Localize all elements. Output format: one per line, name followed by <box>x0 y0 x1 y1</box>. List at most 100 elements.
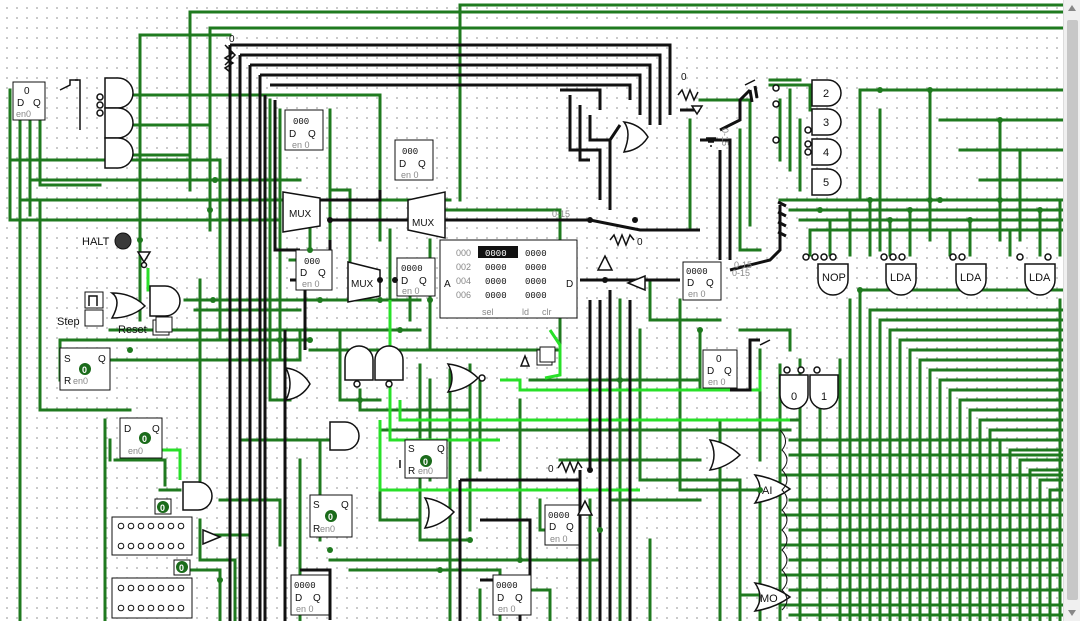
svg-text:D: D <box>566 279 573 290</box>
decoder-gate-5: 5 <box>811 168 842 196</box>
register-ir[interactable]: 0000 D Q en 0 <box>682 261 722 301</box>
dip-switch-data[interactable] <box>111 577 193 619</box>
svg-text:1: 1 <box>821 391 827 403</box>
svg-text:en 0: en 0 <box>401 170 419 180</box>
sr-latch-4[interactable]: S Q R en0 0 <box>404 439 448 479</box>
svg-text:en0: en0 <box>128 446 143 456</box>
svg-text:en 0: en 0 <box>402 286 420 296</box>
svg-text:D: D <box>289 129 296 140</box>
svg-text:D: D <box>17 98 24 109</box>
input-register[interactable]: 0 D Q en0 <box>12 81 46 121</box>
svg-text:Q: Q <box>318 268 326 279</box>
scroll-down-arrow-icon[interactable] <box>1068 610 1076 616</box>
svg-text:Q: Q <box>313 593 321 604</box>
svg-text:HALT: HALT <box>82 236 110 248</box>
svg-text:0000: 0000 <box>485 249 507 259</box>
svg-text:en 0: en 0 <box>688 289 706 299</box>
mux-3: MUX <box>347 261 381 303</box>
register-a[interactable]: 000 D Q en 0 <box>284 109 324 151</box>
scroll-thumb[interactable] <box>1067 20 1078 600</box>
scroll-up-arrow-icon[interactable] <box>1068 5 1076 11</box>
svg-text:LDA: LDA <box>890 272 912 284</box>
mux-2: MUX <box>407 191 446 239</box>
svg-text:en 0: en 0 <box>292 140 310 150</box>
svg-text:D: D <box>295 593 302 604</box>
pull-resistor-1: 0 <box>223 34 235 73</box>
potentiometer: 0 <box>677 72 704 116</box>
svg-text:0000: 0000 <box>496 581 518 591</box>
reset-button[interactable]: Reset <box>118 316 173 336</box>
ram-clear-button[interactable] <box>519 346 556 367</box>
svg-text:en 0: en 0 <box>302 279 320 289</box>
pull-resistor-3: 0 <box>548 459 583 475</box>
register-mar[interactable]: 0000 D Q en 0 <box>396 257 436 297</box>
svg-text:Q: Q <box>566 522 574 533</box>
svg-text:LDA: LDA <box>1029 272 1051 284</box>
register-b[interactable]: 000 D Q en 0 <box>394 139 434 181</box>
svg-text:0: 0 <box>142 434 147 444</box>
svg-text:D: D <box>124 424 131 435</box>
svg-text:en0: en0 <box>16 109 31 119</box>
svg-text:0: 0 <box>681 72 687 83</box>
decoder-gate-2: 2 <box>811 79 842 107</box>
svg-text:0000: 0000 <box>485 263 507 273</box>
svg-text:0000: 0000 <box>525 249 547 259</box>
svg-text:000: 000 <box>456 248 471 258</box>
svg-text:Q: Q <box>98 354 106 365</box>
svg-text:0000: 0000 <box>525 277 547 287</box>
svg-text:en0: en0 <box>73 376 88 386</box>
mux-1: MUX <box>282 191 321 233</box>
ground-symbol <box>399 137 716 468</box>
and-gate-mid <box>182 421 360 511</box>
decoder-gate-3: 3 <box>804 108 842 136</box>
wire-junctions <box>127 87 1043 583</box>
or-gate-3 <box>423 439 742 529</box>
d-latch-2[interactable]: D Q en0 0 <box>119 417 163 459</box>
dip-switch-address[interactable] <box>111 516 193 556</box>
control-mo-gate: MO <box>753 581 792 613</box>
ram-block[interactable]: A D 000 002 004 006 0000 0000 0000 0000 … <box>439 239 578 319</box>
step-button[interactable]: Step <box>57 291 104 328</box>
pull-resistor-2: 0 <box>609 232 643 248</box>
svg-text:R: R <box>64 376 71 387</box>
svg-text:Reset: Reset <box>118 324 147 336</box>
opcode-gate-nop: NOP <box>802 253 849 296</box>
and-gate-cluster[interactable] <box>96 77 134 169</box>
svg-text:Q: Q <box>33 98 41 109</box>
svg-text:S: S <box>64 354 71 365</box>
svg-text:A: A <box>444 279 451 290</box>
svg-text:R: R <box>408 466 415 477</box>
register-pc[interactable]: 0000 D Q en 0 <box>544 504 580 546</box>
register-c[interactable]: 000 D Q en 0 <box>295 249 333 291</box>
svg-text:D: D <box>687 278 694 289</box>
register-d[interactable]: 0000 D Q en 0 <box>290 574 330 616</box>
svg-text:000: 000 <box>293 117 309 127</box>
svg-text:D: D <box>300 268 307 279</box>
svg-text:0: 0 <box>423 457 428 467</box>
register-e[interactable]: 0000 D Q en 0 <box>492 574 532 616</box>
svg-text:3: 3 <box>823 117 829 129</box>
register-step[interactable]: 0 D Q en 0 <box>702 349 738 389</box>
svg-text:sel: sel <box>482 307 494 317</box>
svg-text:Q: Q <box>437 444 445 455</box>
svg-text:Q: Q <box>419 276 427 287</box>
svg-text:en 0: en 0 <box>296 604 314 614</box>
svg-text:Q: Q <box>308 129 316 140</box>
or-gate-1 <box>622 121 649 153</box>
svg-text:0: 0 <box>548 464 554 475</box>
svg-text:en0: en0 <box>418 466 433 476</box>
svg-text:ld: ld <box>522 307 529 317</box>
svg-text:MUX: MUX <box>351 279 374 290</box>
svg-text:MUX: MUX <box>289 209 312 220</box>
or-gate-2 <box>284 367 311 401</box>
svg-text:Step: Step <box>57 316 80 328</box>
sr-latch-3[interactable]: S Q R en0 0 <box>309 494 353 538</box>
input-bit-indicators[interactable]: 0 0 <box>154 498 191 576</box>
vertical-scrollbar[interactable] <box>1063 0 1080 621</box>
sr-latch-1[interactable]: S Q R en0 0 <box>59 347 111 391</box>
svg-text:S: S <box>313 500 320 511</box>
svg-text:000: 000 <box>402 147 418 157</box>
control-wire-bundle <box>779 429 788 611</box>
